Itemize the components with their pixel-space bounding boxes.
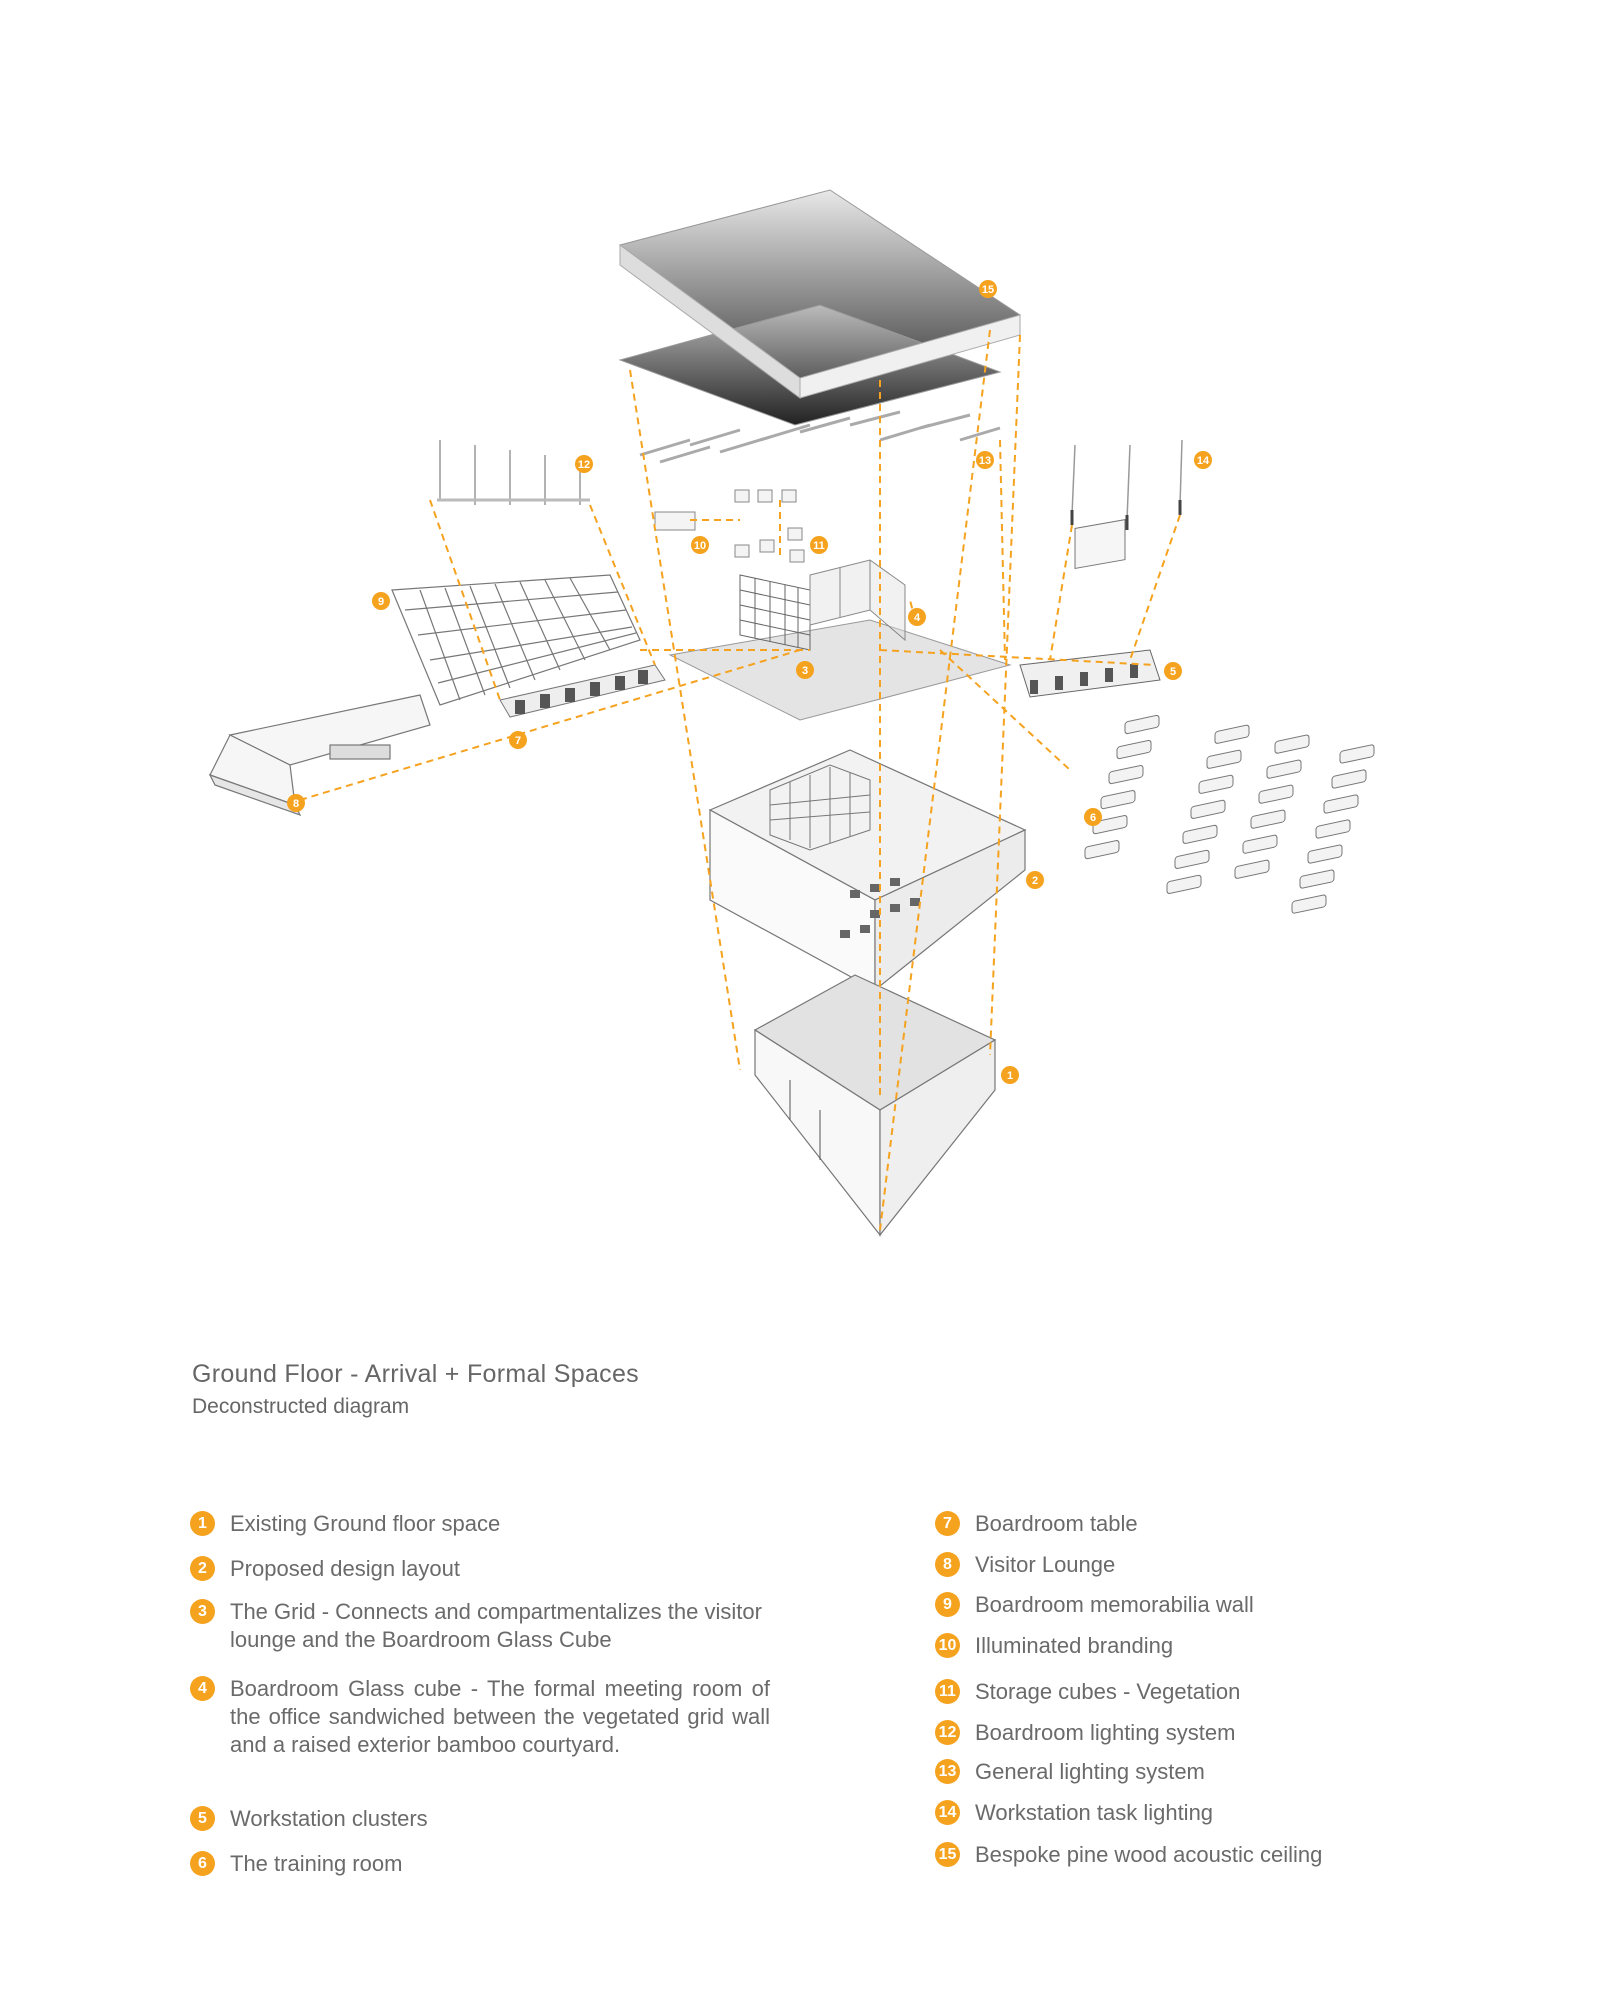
acoustic-ceiling — [618, 189, 1022, 426]
legend-text: Workstation clusters — [230, 1806, 428, 1831]
legend-item: 2 Proposed design layout — [190, 1555, 460, 1583]
legend-text: Illuminated branding — [975, 1633, 1174, 1658]
legend-text: Boardroom Glass cube - The formal meetin… — [230, 1676, 770, 1757]
legend-number: 7 — [935, 1511, 960, 1536]
svg-text:15: 15 — [982, 284, 994, 296]
page-subtitle: Deconstructed diagram — [192, 1395, 410, 1418]
workstation-cluster — [1019, 649, 1161, 698]
legend-item: 5 Workstation clusters — [190, 1805, 428, 1833]
page-title: Ground Floor - Arrival + Formal Spaces — [192, 1360, 639, 1388]
legend-number: 4 — [190, 1676, 215, 1701]
svg-text:12: 12 — [578, 459, 590, 471]
marker-2: 2 — [1026, 871, 1044, 889]
task-lighting — [1070, 439, 1183, 530]
svg-text:2: 2 — [1032, 875, 1038, 887]
legend-text: General lighting system — [975, 1759, 1205, 1784]
svg-text:3: 3 — [802, 665, 808, 677]
connector-lines — [299, 329, 1181, 1231]
branding-and-storage-cubes — [654, 489, 805, 563]
existing-ground-floor — [753, 974, 997, 1237]
svg-text:6: 6 — [1090, 812, 1096, 824]
legend-number: 1 — [190, 1511, 215, 1536]
legend-number: 10 — [935, 1633, 960, 1658]
legend-text: Bespoke pine wood acoustic ceiling — [975, 1842, 1323, 1867]
marker-12: 12 — [575, 455, 593, 473]
training-room-chairs — [1074, 519, 1375, 914]
legend-number: 11 — [935, 1679, 960, 1704]
marker-1: 1 — [1001, 1066, 1019, 1084]
marker-15: 15 — [979, 280, 997, 298]
legend-item: 1 Existing Ground floor space — [190, 1510, 500, 1538]
legend-number: 5 — [190, 1806, 215, 1831]
memorabilia-wall — [391, 574, 641, 706]
legend-number: 14 — [935, 1800, 960, 1825]
legend-item: 12 Boardroom lighting system — [935, 1719, 1235, 1747]
svg-text:8: 8 — [293, 798, 299, 810]
marker-7: 7 — [509, 731, 527, 749]
legend-item: 6 The training room — [190, 1850, 402, 1878]
legend-item: 10 Illuminated branding — [935, 1632, 1173, 1660]
visitor-lounge-sofa — [208, 694, 431, 817]
legend-number: 6 — [190, 1851, 215, 1876]
legend-number: 13 — [935, 1759, 960, 1784]
legend-item: 3 The Grid - Connects and compartmentali… — [190, 1598, 770, 1654]
marker-5: 5 — [1164, 662, 1182, 680]
legend-text: Boardroom lighting system — [975, 1720, 1236, 1745]
svg-text:13: 13 — [979, 455, 991, 467]
legend-number: 3 — [190, 1599, 215, 1624]
legend-item: 11 Storage cubes - Vegetation — [935, 1678, 1240, 1706]
svg-text:4: 4 — [914, 612, 921, 624]
svg-text:14: 14 — [1197, 455, 1210, 467]
marker-13: 13 — [976, 451, 994, 469]
legend-item: 13 General lighting system — [935, 1758, 1205, 1786]
legend-number: 15 — [935, 1842, 960, 1867]
legend-text: The Grid - Connects and compartmentalize… — [230, 1599, 762, 1652]
legend-number: 2 — [190, 1556, 215, 1581]
legend-item: 15 Bespoke pine wood acoustic ceiling — [935, 1841, 1322, 1869]
svg-text:11: 11 — [813, 540, 825, 552]
svg-text:1: 1 — [1007, 1070, 1013, 1082]
svg-text:9: 9 — [378, 596, 384, 608]
floor-plate-grid-cube — [668, 559, 1012, 721]
legend-text: The training room — [230, 1851, 403, 1876]
legend-text: Workstation task lighting — [975, 1800, 1214, 1825]
legend-text: Boardroom table — [975, 1511, 1138, 1536]
general-lighting-bars — [639, 410, 1001, 464]
legend-number: 12 — [935, 1720, 960, 1745]
svg-text:5: 5 — [1170, 666, 1176, 678]
legend-item: 9 Boardroom memorabilia wall — [935, 1591, 1254, 1619]
svg-text:7: 7 — [515, 735, 521, 747]
legend-item: 4 Boardroom Glass cube - The formal meet… — [190, 1675, 770, 1759]
marker-9: 9 — [372, 592, 390, 610]
marker-6: 6 — [1084, 808, 1102, 826]
marker-10: 10 — [691, 536, 709, 554]
legend-number: 9 — [935, 1592, 960, 1617]
marker-11: 11 — [810, 536, 828, 554]
legend-text: Existing Ground floor space — [230, 1511, 501, 1536]
marker-3: 3 — [796, 661, 814, 679]
legend-item: 8 Visitor Lounge — [935, 1551, 1115, 1579]
marker-14: 14 — [1194, 451, 1212, 469]
legend-text: Storage cubes - Vegetation — [975, 1679, 1241, 1704]
boardroom-table — [499, 664, 666, 718]
marker-8: 8 — [287, 794, 305, 812]
legend-item: 14 Workstation task lighting — [935, 1799, 1213, 1827]
boardroom-lighting — [437, 440, 590, 505]
proposed-layout-floor — [708, 749, 1027, 992]
svg-text:10: 10 — [694, 540, 706, 552]
legend-item: 7 Boardroom table — [935, 1510, 1138, 1538]
legend-text: Boardroom memorabilia wall — [975, 1592, 1254, 1617]
legend-text: Visitor Lounge — [975, 1552, 1116, 1577]
legend-text: Proposed design layout — [230, 1556, 460, 1581]
legend-number: 8 — [935, 1552, 960, 1577]
marker-4: 4 — [908, 608, 926, 626]
